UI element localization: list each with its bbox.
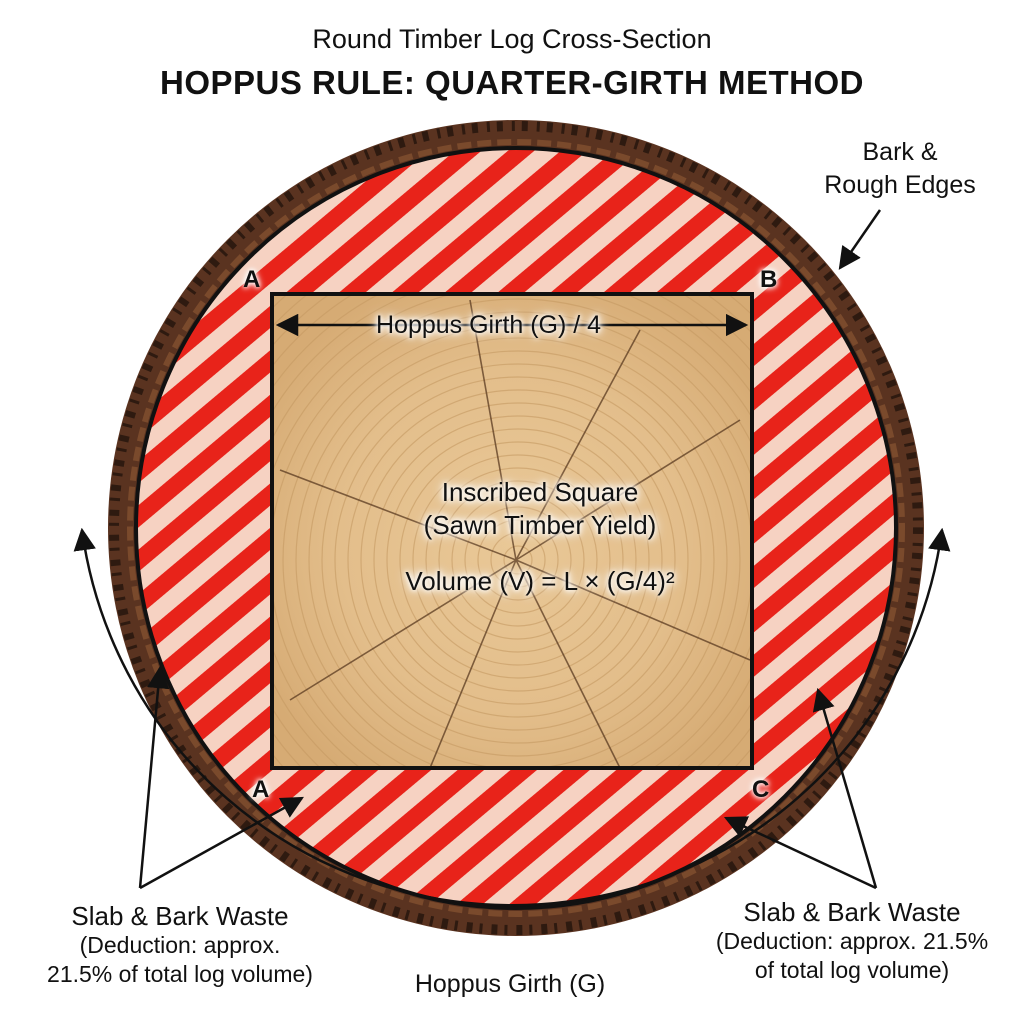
girth-label: Hoppus Girth (G) [414, 970, 606, 998]
corner-label-top-left: A [243, 266, 261, 293]
growth-ring [308, 350, 728, 768]
growth-ring [360, 402, 676, 718]
waste-label-left: Slab & Bark Waste (Deduction: approx. 21… [10, 902, 350, 989]
volume-formula: Volume (V) = L × (G/4)² [405, 566, 675, 596]
growth-ring [464, 506, 572, 614]
diagram-title: HOPPUS RULE: QUARTER-GIRTH METHOD [160, 64, 864, 101]
bark-label-line1: Bark & [862, 138, 938, 166]
bark-label-line2: Rough Edges [824, 171, 976, 199]
diagram-subtitle: Round Timber Log Cross-Section [312, 24, 712, 54]
waste-right-line1: Slab & Bark Waste [743, 897, 961, 927]
growth-ring [477, 519, 559, 601]
left-waste-arrows [138, 665, 304, 890]
corner-label-top-right: B [760, 266, 778, 293]
growth-ring [373, 415, 663, 705]
waste-left-line1: Slab & Bark Waste [71, 901, 289, 931]
growth-ring [321, 363, 715, 757]
bark-arrow [838, 209, 882, 270]
waste-label-right: Slab & Bark Waste (Deduction: approx. 21… [684, 898, 1020, 985]
growth-ring [347, 389, 689, 731]
growth-ring [451, 493, 585, 627]
right-waste-arrows [723, 687, 878, 890]
hoppus-girth-arc [73, 527, 951, 907]
waste-right-line3: of total log volume) [754, 957, 950, 983]
growth-ring [386, 428, 650, 692]
square-label-line2: (Sawn Timber Yield) [423, 510, 657, 540]
growth-ring [399, 441, 637, 679]
square-label-line1: Inscribed Square [441, 477, 639, 507]
growth-ring [272, 311, 752, 768]
corner-label-bottom-right: C [752, 776, 770, 803]
growth-ring [425, 467, 611, 653]
growth-ring [295, 337, 741, 768]
square-label: Inscribed Square (Sawn Timber Yield) [350, 476, 730, 542]
growth-ring [334, 376, 702, 744]
waste-right-line2: (Deduction: approx. 21.5% [715, 928, 989, 954]
waste-left-line2: (Deduction: approx. [79, 932, 281, 958]
quarter-girth-label: Hoppus Girth (G) / 4 [376, 311, 602, 339]
corner-label-bottom-left: A [252, 776, 270, 803]
growth-rings [272, 294, 752, 768]
growth-ring [438, 480, 598, 640]
growth-ring [272, 298, 752, 768]
bark-label: Bark & Rough Edges [790, 136, 1010, 202]
waste-left-line3: 21.5% of total log volume) [47, 961, 313, 987]
growth-ring [412, 454, 624, 666]
